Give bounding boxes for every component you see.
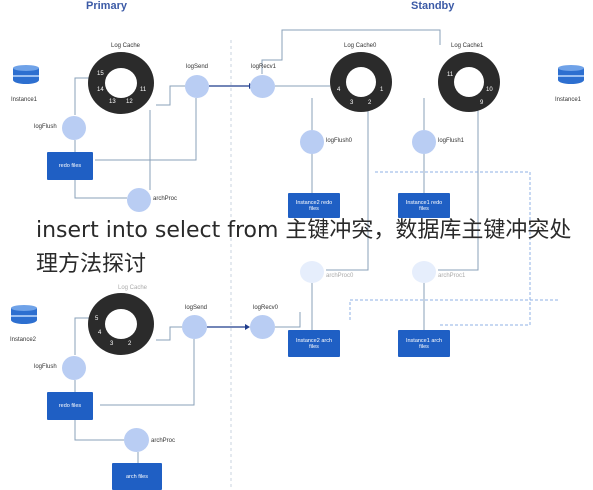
ring-slot: 13 [109,99,116,105]
log-cache1-ring [438,52,500,112]
log-flush-bottom-node [62,356,86,380]
log-recv0-label: logRecv0 [253,305,279,311]
ring-slot: 5 [95,316,99,322]
arch-proc-node [127,188,151,212]
primary-header: Primary [86,0,127,12]
instance2-redo-files: Instance2 redo files [288,193,340,218]
redo-to-archproc-line-bottom [74,420,124,441]
instance1-arch-files: Instance1 arch files [398,330,450,357]
log-cache-ring [88,52,154,114]
ring-slot: 9 [480,100,484,106]
ring-slot: 15 [97,71,104,77]
log-recv1-node [250,75,275,98]
log-cache0-ring [330,52,392,112]
log-send-node [185,75,209,98]
log-cache-bottom-label: Log Cache [118,285,148,291]
ring-slot: 2 [368,100,372,106]
instance1-redo-text: Instance1 redo files [405,199,443,212]
log-cache-bottom-ring [88,293,154,355]
arch-files-bottom-block: arch files [112,463,162,490]
logrecv1-up-line [261,29,441,74]
redo-files-text: redo files [58,163,82,169]
instance1-left-label: Instance1 [11,97,38,103]
log-flush-label: logFlush [34,124,57,130]
database-icon [11,305,37,327]
instance2-left-label: Instance2 [10,337,37,343]
ring-slot: 1 [380,87,384,93]
log-flush1-node [412,130,436,154]
cache-to-logsend-line [156,85,185,106]
logsend-down-line-bottom [100,339,195,406]
log-flush1-label: logFlush1 [438,138,465,144]
arch-proc1-node [412,261,436,283]
dashed-link-1 [375,171,531,326]
arch-proc0-node [300,261,324,283]
redo-files-block: redo files [47,152,93,180]
arch-proc-bottom-label: archProc [151,438,176,444]
redo-to-archproc-line [74,180,127,199]
instance1-arch-text: Instance1 arch files [405,337,443,350]
ring-slot: 3 [350,100,354,106]
database-icon [13,65,39,87]
ring-slot: 4 [98,330,102,336]
arch-proc-bottom-node [124,428,149,452]
log-flush0-node [300,130,324,154]
logrecv0-to-standby-line [275,312,301,328]
standby-header: Standby [411,0,455,12]
instance2-arch-text: Instance2 arch files [295,337,333,350]
ring-slot: 14 [97,87,104,93]
log-flush0-label: logFlush0 [326,138,353,144]
arch-proc1-label: archProc1 [438,273,466,279]
logsend-arrowhead-bottom [245,324,250,330]
ring-slot: 10 [486,87,493,93]
cache-to-logsend-line-bottom [156,326,182,341]
log-recv0-node [250,315,275,339]
ring-slot: 3 [110,341,114,347]
dashed-link-2 [349,299,560,320]
instance1-right-label: Instance1 [555,97,582,103]
ring-slot: 12 [126,99,133,105]
redo-files-bottom-block: redo files [47,392,93,420]
instance1-redo-files: Instance1 redo files [398,193,450,218]
logsend-down-line [95,98,197,161]
ring-slot: 4 [337,87,341,93]
log-cache1-label: Log Cache1 [451,43,484,49]
arch-proc0-label: archProc0 [326,273,354,279]
log-send-label: logSend [186,64,209,70]
log-flush-bottom-label: logFlush [34,364,57,370]
arch-files-bottom-text: arch files [125,473,148,480]
ring-slot: 2 [128,341,132,347]
ring-slot: 11 [140,87,147,93]
log-send-bottom-node [182,315,207,339]
instance2-arch-files: Instance2 arch files [288,330,340,357]
log-cache-label: Log Cache [111,43,141,49]
database-icon [558,65,584,87]
log-recv1-label: logRecv1 [251,64,277,70]
log-send-bottom-label: logSend [185,305,208,311]
instance2-redo-text: Instance2 redo files [295,199,333,212]
overlay-title: insert into select from 主键冲突，数据库主键冲突处理方法… [36,218,572,277]
redo-files-bottom-text: redo files [58,403,82,409]
log-cache0-label: Log Cache0 [344,43,377,49]
arch-proc-label: archProc [153,196,178,202]
ring-slot: 11 [447,72,454,78]
log-flush-node [62,116,86,140]
